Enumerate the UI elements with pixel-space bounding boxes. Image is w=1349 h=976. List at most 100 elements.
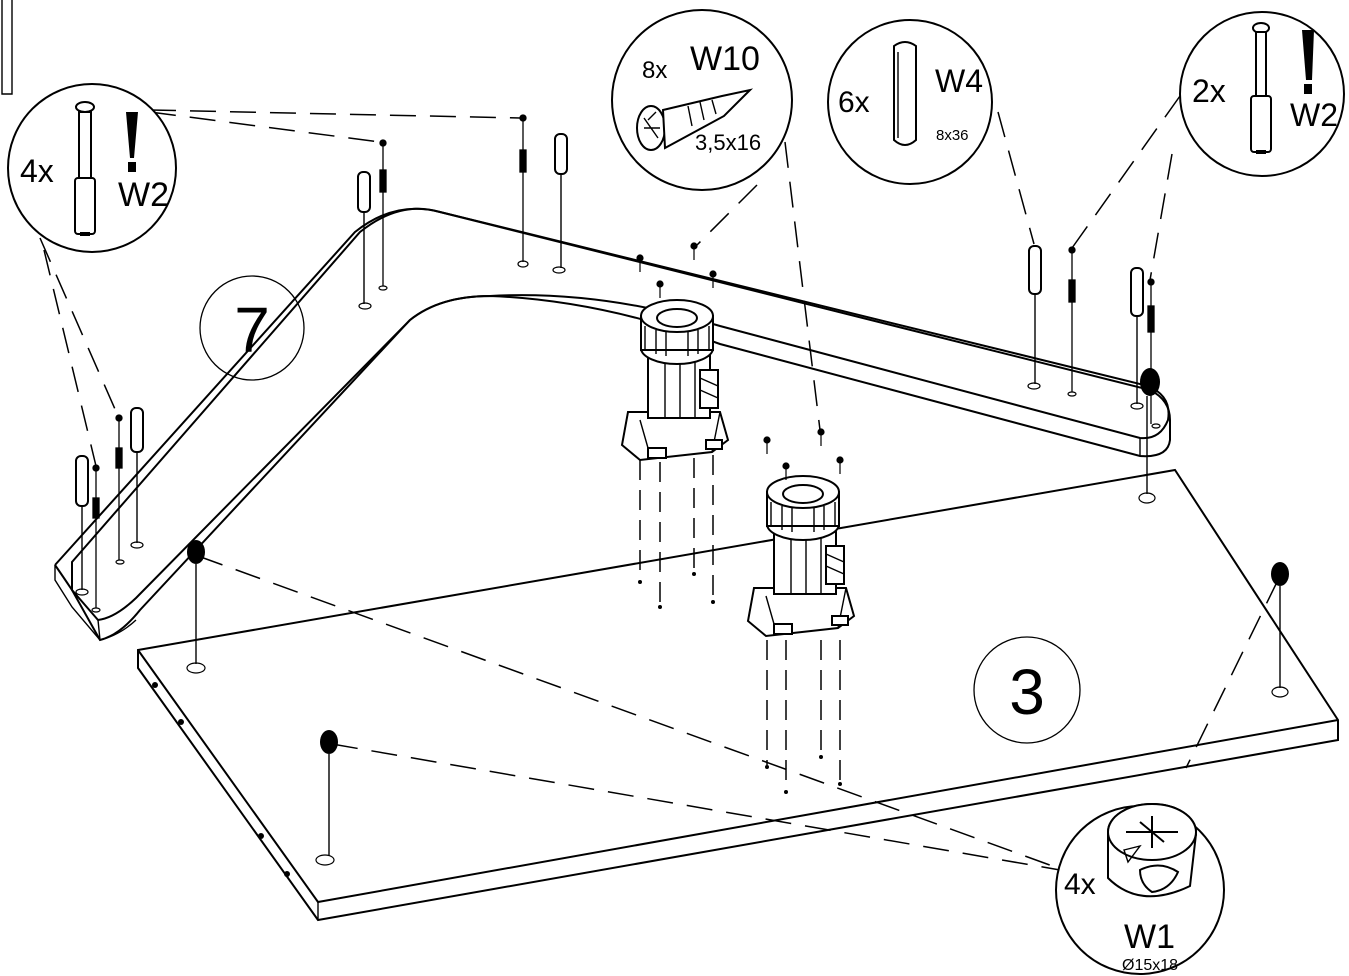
line-art-stroke	[195, 396, 1281, 856]
callout-w10: 8x W10 3,5x16	[611, 9, 793, 191]
cam-lock-fittings	[187, 368, 1289, 856]
line-art-stroke	[1271, 686, 1289, 698]
line-art-stroke	[1126, 816, 1178, 848]
quantity-label: 4x	[1064, 868, 1096, 901]
line-art-stroke	[552, 266, 566, 274]
line-art-stroke	[638, 572, 842, 794]
part-size-label: 3,5x16	[695, 130, 761, 155]
line-art-stroke	[1250, 95, 1272, 153]
adjustable-leg	[620, 299, 730, 462]
line-art-stroke	[1067, 391, 1077, 397]
part-code-label: W2	[118, 176, 169, 214]
wooden-dowel-icon	[893, 41, 917, 146]
panel-7-label: 7	[199, 275, 305, 381]
line-art-stroke	[639, 455, 841, 790]
line-art-stroke	[97, 619, 101, 641]
line-art-stroke	[197, 555, 1059, 869]
line-art-stroke	[1255, 31, 1267, 97]
quantity-label: 4x	[20, 153, 54, 189]
panel-number-7: 7	[234, 294, 270, 366]
line-art-stroke	[1185, 579, 1279, 769]
line-art-stroke	[1151, 423, 1161, 429]
line-art-stroke	[137, 468, 1339, 922]
line-art-stroke	[75, 101, 95, 113]
line-art-stroke	[92, 114, 1155, 608]
line-art-stroke	[695, 184, 758, 247]
quantity-label: 2x	[1192, 73, 1226, 109]
line-art-stroke	[75, 133, 1144, 507]
line-art-stroke	[152, 682, 158, 688]
line-art-stroke	[647, 447, 667, 459]
line-art-stroke	[331, 743, 1061, 871]
warning-icon	[1302, 30, 1314, 80]
line-art-stroke	[43, 249, 97, 467]
quantity-label: 6x	[838, 86, 870, 119]
line-art-stroke	[636, 242, 844, 480]
line-art-stroke	[973, 636, 1081, 744]
line-art-stroke	[643, 111, 660, 139]
part-code-label: W1	[1124, 918, 1175, 956]
line-art-stroke	[258, 833, 264, 839]
line-art-stroke	[687, 99, 717, 127]
line-art-stroke	[997, 111, 1035, 245]
line-art-stroke	[893, 41, 917, 146]
line-art-stroke	[1304, 84, 1312, 94]
line-art-stroke	[1138, 864, 1180, 894]
line-art-stroke	[1149, 153, 1173, 281]
line-art-stroke	[91, 607, 101, 613]
line-art-stroke	[284, 871, 290, 877]
line-art-stroke	[656, 308, 698, 328]
line-art-stroke	[80, 232, 90, 236]
part-code-label: W10	[690, 40, 760, 78]
line-art-stroke	[81, 174, 1138, 590]
line-art-stroke	[186, 662, 206, 674]
line-art-stroke	[115, 559, 125, 565]
line-art-stroke	[128, 162, 136, 172]
dowels	[75, 133, 1144, 590]
warning-icon	[126, 112, 138, 158]
panel-number-3: 3	[1009, 656, 1045, 728]
callout-w1: 4x W1 Ø15x18	[1055, 803, 1225, 975]
part-size-label: Ø15x18	[1122, 957, 1178, 974]
connecting-bolts	[92, 114, 1155, 608]
line-art-stroke	[1138, 492, 1156, 504]
line-art-stroke	[74, 177, 96, 235]
line-art-stroke	[149, 109, 521, 119]
page-frame-corner	[1, 0, 13, 95]
line-art-stroke	[1256, 150, 1266, 154]
callout-w2-left: 4x W2	[7, 83, 177, 253]
line-art-stroke	[784, 141, 821, 431]
line-art-stroke	[187, 368, 1289, 754]
line-art-stroke	[178, 719, 184, 725]
line-art-stroke	[1027, 382, 1041, 390]
bottom-panel-3	[137, 468, 1339, 922]
line-art-stroke	[358, 302, 372, 310]
part-code-label: W2	[1290, 97, 1338, 133]
line-art-stroke	[149, 111, 381, 143]
part-code-label: W4	[935, 63, 983, 99]
line-art-stroke	[620, 411, 730, 462]
line-art-stroke	[39, 237, 119, 417]
cam-lock-icon	[1107, 803, 1197, 898]
callout-w2-right: 2x W2	[1179, 11, 1345, 177]
line-art-stroke	[699, 377, 719, 399]
line-art-stroke	[664, 360, 696, 418]
leg-screws	[636, 242, 844, 794]
line-art-stroke	[1071, 95, 1181, 249]
line-art-stroke	[699, 369, 719, 409]
connecting-bolt-icon	[1250, 22, 1272, 154]
line-art-stroke	[705, 439, 723, 450]
part-size-label: 8x36	[936, 127, 969, 144]
line-art-stroke	[1123, 844, 1142, 864]
connecting-bolt-icon	[74, 101, 96, 236]
quantity-label: 8x	[642, 57, 667, 84]
line-art-stroke	[644, 326, 710, 356]
line-art-stroke	[315, 854, 335, 866]
wood-screw-icon	[636, 88, 754, 151]
callout-w4: 6x W4 8x36	[827, 19, 993, 185]
callout-leader-lines	[39, 95, 1279, 871]
line-art-stroke	[378, 285, 388, 291]
line-art-stroke	[78, 111, 92, 179]
